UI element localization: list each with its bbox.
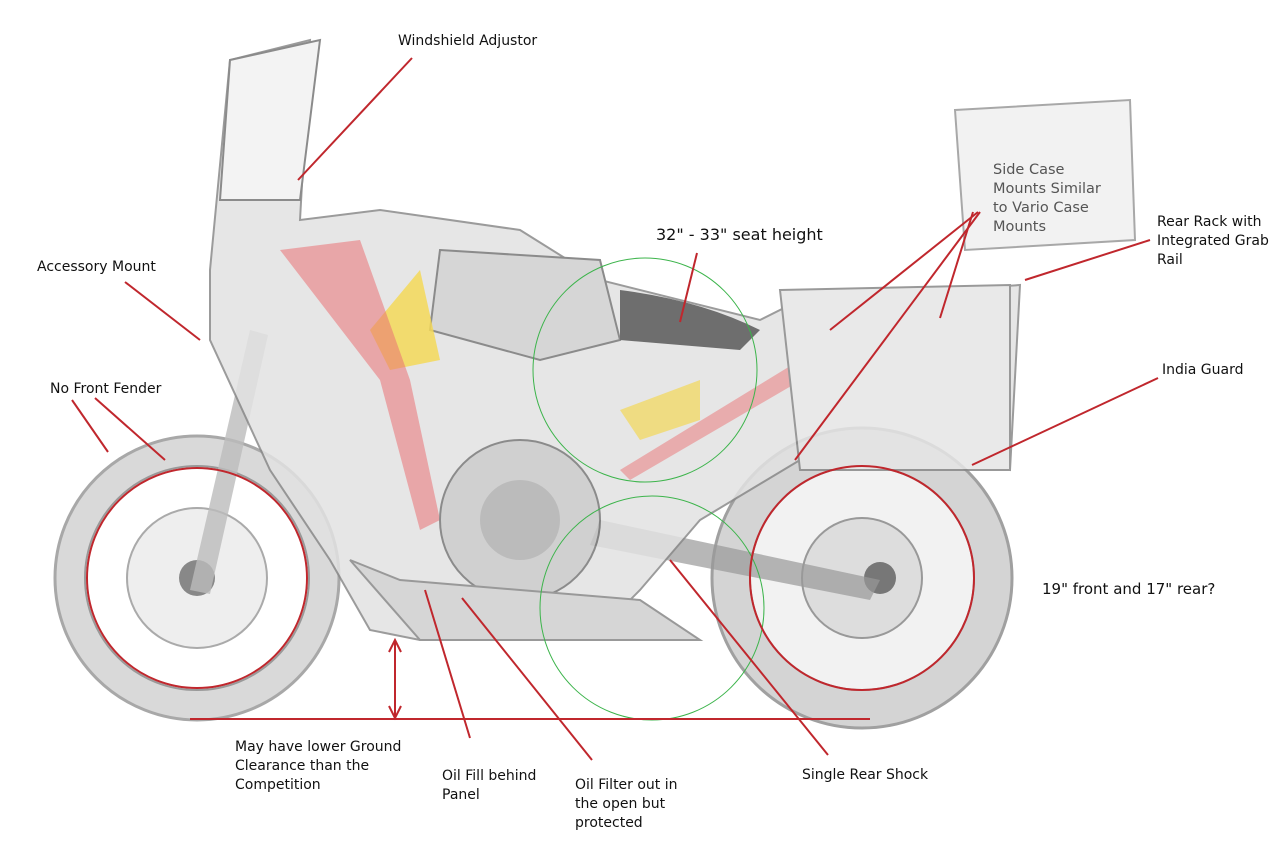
label-line: May have lower Ground [235,739,402,755]
label-no-front-fender: No Front Fender [50,381,162,397]
front-wheel-circle [86,467,308,689]
motorcycle-body [209,38,1137,642]
label-line: Mounts [993,219,1047,235]
seat-highlight-circle [532,257,758,483]
label-line: Side Case [993,162,1065,178]
label-line: protected [575,815,643,831]
label-ground-clearance: May have lower Ground Clearance than the… [235,738,401,795]
label-line: Clearance than the [235,758,370,774]
label-line: Oil Filter out in [575,777,678,793]
label-side-case-mounts: Side Case Mounts Similar to Vario Case M… [993,161,1101,237]
label-accessory-mount: Accessory Mount [37,259,156,275]
label-oil-fill: Oil Fill behind Panel [442,767,536,805]
label-seat-height: 32" - 33" seat height [656,225,823,244]
label-rear-rack: Rear Rack with Integrated Grab Rail [1157,213,1269,270]
label-line: Mounts Similar [993,181,1101,197]
label-wheel-sizes: 19" front and 17" rear? [1042,580,1216,598]
label-line: Oil Fill behind [442,768,537,784]
label-single-rear-shock: Single Rear Shock [802,767,929,783]
label-line: Competition [235,777,321,793]
label-line: Integrated Grab [1157,233,1269,249]
label-windshield-adjustor: Windshield Adjustor [398,33,538,49]
label-oil-filter: Oil Filter out in the open but protected [575,776,678,833]
rear-wheel-circle [749,465,975,691]
label-line: Rail [1157,252,1183,268]
label-line: Rear Rack with [1157,214,1262,230]
label-line: the open but [575,796,666,812]
label-line: Panel [442,787,480,803]
label-india-guard: India Guard [1162,362,1244,378]
leader-lines [71,57,1159,761]
label-line: to Vario Case [993,200,1089,216]
